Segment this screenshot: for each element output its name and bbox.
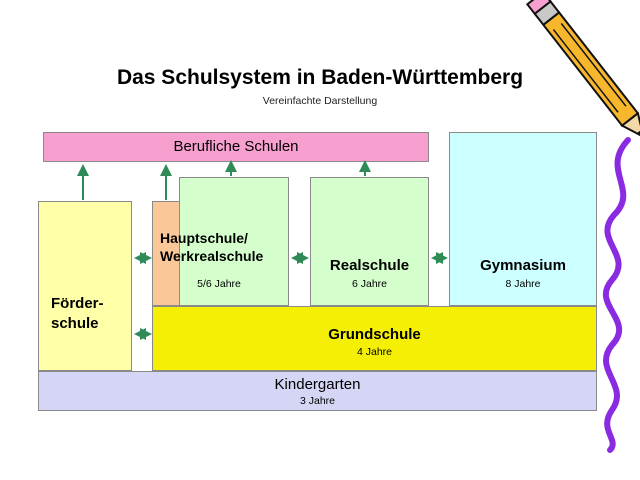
box-grundschule: Grundschule 4 Jahre xyxy=(152,306,597,371)
label-foerderschule-line2: schule xyxy=(51,315,99,332)
arrows-to-berufliche xyxy=(77,160,371,200)
label-grundschule-years: 4 Jahre xyxy=(356,346,393,358)
label-kindergarten: Kindergarten xyxy=(274,376,361,393)
label-foerderschule-line1: Förder- xyxy=(51,295,104,312)
pencil-icon xyxy=(525,0,640,139)
diagram-subtitle: Vereinfachte Darstellung xyxy=(262,95,378,107)
label-foerderschule: Förder- schule xyxy=(51,294,104,334)
label-realschule: Realschule xyxy=(329,257,410,274)
label-grundschule: Grundschule xyxy=(328,326,421,343)
squiggle-decoration xyxy=(602,137,631,453)
box-gymnasium: Gymnasium 8 Jahre xyxy=(449,132,597,306)
box-berufliche-schulen: Berufliche Schulen xyxy=(43,132,429,162)
label-realschule-years: 6 Jahre xyxy=(351,278,388,290)
label-hauptschule: Hauptschule/ Werkrealschule xyxy=(160,229,263,265)
label-gymnasium: Gymnasium xyxy=(480,257,566,274)
label-gymnasium-years: 8 Jahre xyxy=(505,278,541,290)
label-hauptschule-line1: Hauptschule/ xyxy=(160,230,248,246)
arrows-horizontal xyxy=(134,252,448,340)
box-hauptschule xyxy=(179,177,289,306)
label-berufliche-schulen: Berufliche Schulen xyxy=(173,138,299,155)
diagram-title: Das Schulsystem in Baden-Württemberg xyxy=(116,66,524,89)
label-hauptschule-years: 5/6 Jahre xyxy=(197,278,241,290)
box-kindergarten: Kindergarten 3 Jahre xyxy=(38,371,597,411)
box-realschule: Realschule 6 Jahre xyxy=(310,177,429,306)
label-hauptschule-line2: Werkrealschule xyxy=(160,248,264,264)
box-foerderschule: Förder- schule xyxy=(38,201,132,371)
box-hauptschule-accent xyxy=(152,201,182,306)
label-kindergarten-years: 3 Jahre xyxy=(299,395,336,407)
